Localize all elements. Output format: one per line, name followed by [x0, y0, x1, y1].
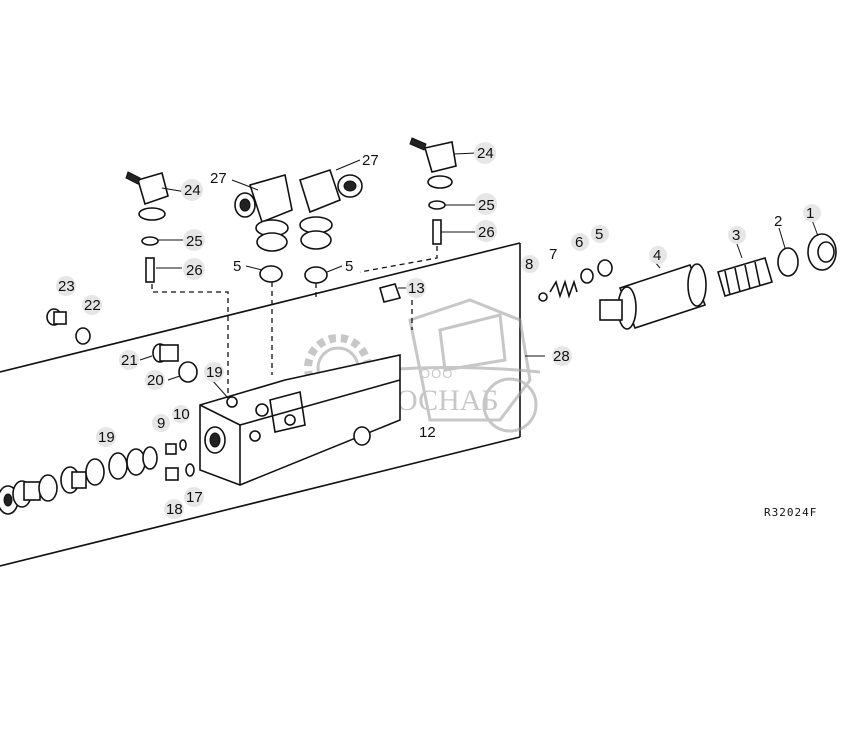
callout-3: 3 — [732, 227, 740, 244]
callout-5-middle: 5 — [345, 258, 353, 275]
spool-part-19 — [0, 446, 158, 515]
reference-code: R32024F — [764, 506, 817, 519]
o-ring-25-right — [428, 200, 446, 210]
o-ring-5-middle — [304, 266, 328, 284]
callout-1: 1 — [806, 205, 814, 222]
screw-26-left — [145, 257, 155, 283]
callout-17: 17 — [186, 489, 203, 506]
o-ring-25-left — [141, 236, 159, 246]
callout-26-left: 26 — [186, 262, 203, 279]
elbow-fitting-27-left — [234, 173, 293, 252]
watermark-harvester-icon — [408, 298, 538, 433]
callout-labels: 1 2 3 4 5 6 7 8 24 25 26 27 27 24 25 26 … — [58, 145, 814, 518]
spring-part-7 — [549, 279, 578, 299]
elbow-fitting-24-left — [125, 171, 169, 221]
callout-5-left: 5 — [233, 258, 241, 275]
callout-21: 21 — [121, 352, 138, 369]
o-ring-part-20 — [178, 361, 198, 383]
elbow-fitting-27-right — [299, 168, 363, 250]
filter-housing-part-4 — [599, 263, 707, 330]
callout-28: 28 — [553, 348, 570, 365]
callout-25-left: 25 — [186, 233, 203, 250]
o-ring-5-right — [597, 259, 613, 277]
alignment-lines — [151, 246, 438, 395]
o-ring-part-17 — [185, 463, 195, 477]
o-ring-part-10 — [179, 439, 187, 451]
callout-19-spool: 19 — [98, 429, 115, 446]
callout-24-left: 24 — [184, 182, 201, 199]
o-ring-part-2 — [777, 247, 799, 277]
callout-25-right: 25 — [478, 197, 495, 214]
callout-20: 20 — [147, 372, 164, 389]
callout-8: 8 — [525, 256, 533, 273]
callout-22: 22 — [84, 297, 101, 314]
o-ring-5-left — [259, 265, 283, 283]
callout-27-right: 27 — [362, 152, 379, 169]
panel-frame-lines — [0, 242, 521, 567]
ball-part-8 — [538, 292, 548, 302]
screw-26-right — [432, 219, 442, 245]
callout-24-right: 24 — [477, 145, 494, 162]
plug-part-18 — [165, 467, 179, 481]
callout-5-right: 5 — [595, 226, 603, 243]
watermark-prefix: ООО — [420, 366, 453, 381]
callout-18: 18 — [166, 501, 183, 518]
callout-13: 13 — [408, 280, 425, 297]
callout-23: 23 — [58, 278, 75, 295]
elbow-fitting-24-right — [409, 137, 457, 189]
callout-7: 7 — [549, 246, 557, 263]
cap-part-1 — [807, 233, 837, 271]
plug-part-13 — [379, 283, 402, 303]
callout-4: 4 — [653, 247, 661, 264]
nut-part-22 — [75, 327, 91, 345]
callout-19-block: 19 — [206, 364, 223, 381]
filter-element-part-3 — [717, 257, 773, 297]
callout-markers — [56, 142, 821, 519]
callout-10: 10 — [173, 406, 190, 423]
seat-part-6 — [580, 268, 594, 284]
fitting-part-23 — [46, 308, 67, 326]
plug-part-9 — [165, 443, 177, 455]
callout-26-right: 26 — [478, 224, 495, 241]
callout-12: 12 — [419, 424, 436, 441]
leader-lines — [139, 152, 819, 399]
callout-9: 9 — [157, 415, 165, 432]
callout-27-left: 27 — [210, 170, 227, 187]
callout-2: 2 — [774, 213, 782, 230]
valve-block — [199, 354, 401, 486]
callout-6: 6 — [575, 234, 583, 251]
fitting-part-21 — [152, 343, 179, 363]
